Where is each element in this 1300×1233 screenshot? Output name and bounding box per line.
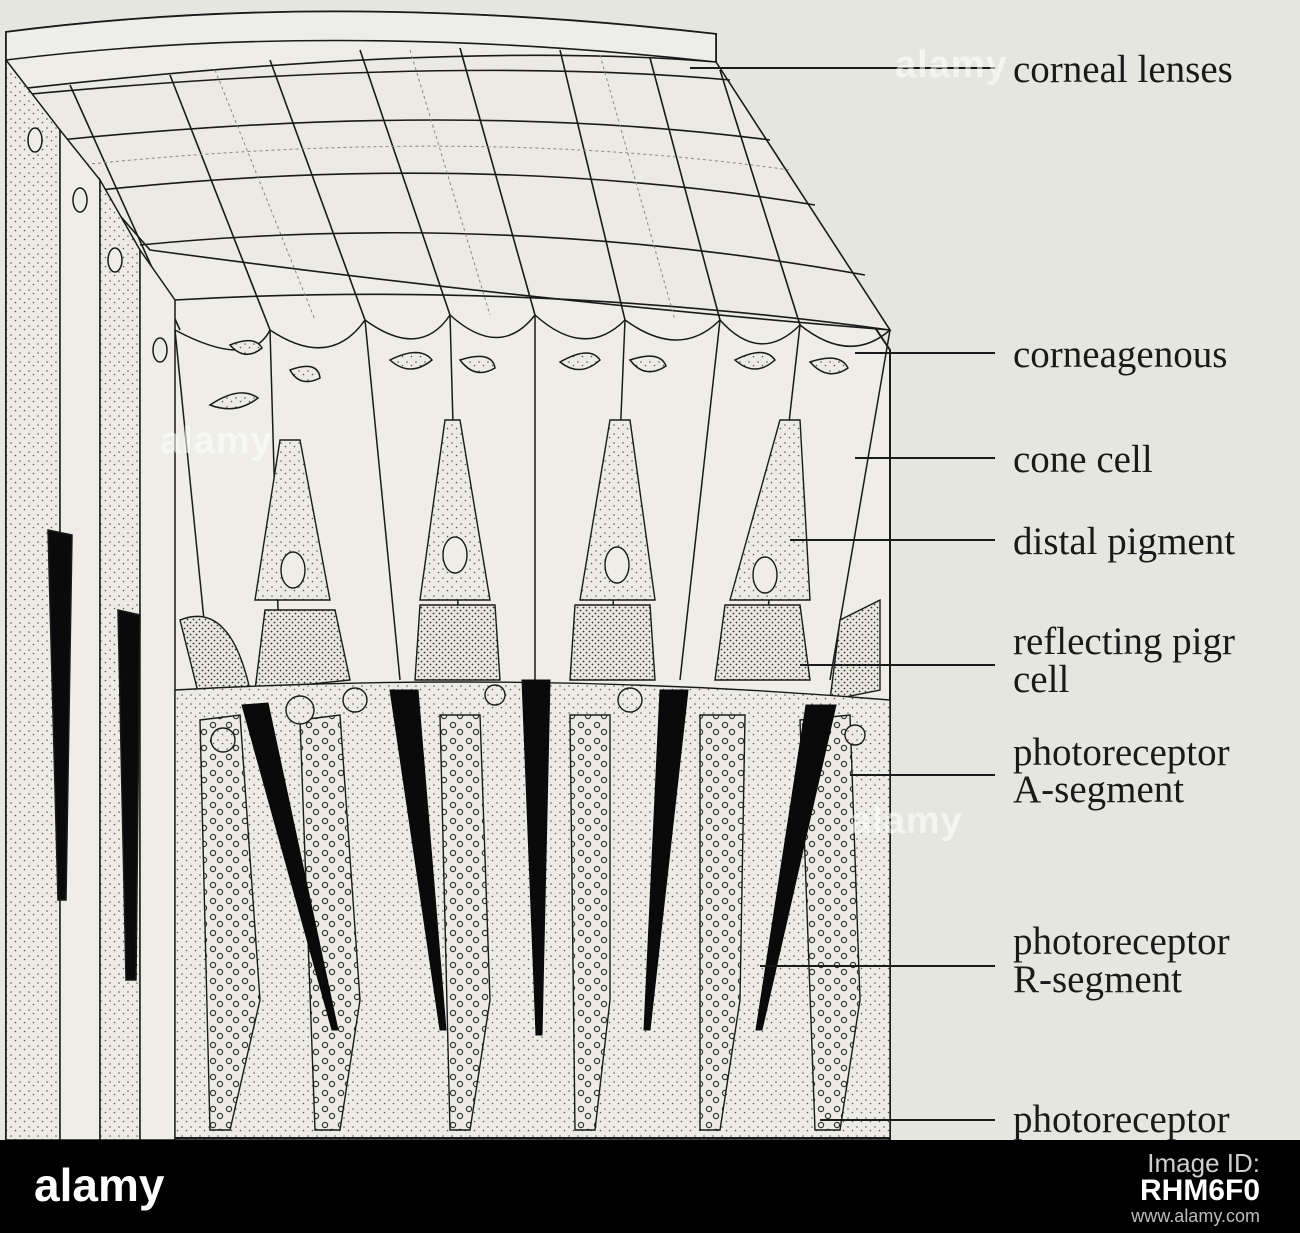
watermark-text: alamy: [895, 44, 1008, 86]
label-photoreceptor-a-line2: A-segment: [1013, 768, 1185, 811]
label-corneagenous: corneagenous: [1013, 333, 1228, 376]
watermark-text: alamy: [850, 800, 963, 842]
image-id-label: Image ID:: [1147, 1148, 1260, 1178]
corneagenous-nuclei: [208, 339, 849, 410]
label-photoreceptor-r-line2: R-segment: [1013, 958, 1182, 1001]
reflecting-pigment-band: [179, 598, 881, 701]
label-cone-cell: cone cell: [1013, 438, 1153, 481]
watermark-text: alamy: [160, 420, 273, 462]
photoreceptor-a-segments: [199, 714, 861, 1131]
label-reflecting-pigment-line1: reflecting pigr: [1013, 620, 1235, 663]
receptor-nuclei: [210, 684, 866, 753]
label-photoreceptor-r-line1: photoreceptor: [1013, 920, 1230, 963]
figure-panel: corneal lenses corneagenous cone cell di…: [0, 0, 1300, 1140]
image-id: RHM6F0: [1139, 1174, 1260, 1207]
compound-eye-block-diagram: [5, 10, 995, 1140]
lens-facet-dotted: [79, 49, 791, 321]
footer-bar: alamy Image ID: RHM6F0 www.alamy.com: [0, 1140, 1300, 1233]
footer-logo[interactable]: alamy: [34, 1159, 165, 1211]
label-corneal-lenses: corneal lenses: [1013, 48, 1233, 91]
leader-lines: [690, 67, 995, 1121]
label-photoreceptor-3: photoreceptor: [1013, 1098, 1230, 1140]
side-face: [5, 57, 176, 1140]
footer-url[interactable]: www.alamy.com: [1131, 1206, 1260, 1226]
label-reflecting-pigment-line2: cell: [1013, 658, 1070, 701]
distal-pigment-cells: [254, 419, 811, 601]
label-distal-pigment: distal pigment: [1013, 520, 1236, 563]
photoreceptor-r-segments: [241, 679, 837, 1036]
label-photoreceptor-a-line1: photoreceptor: [1013, 731, 1230, 774]
